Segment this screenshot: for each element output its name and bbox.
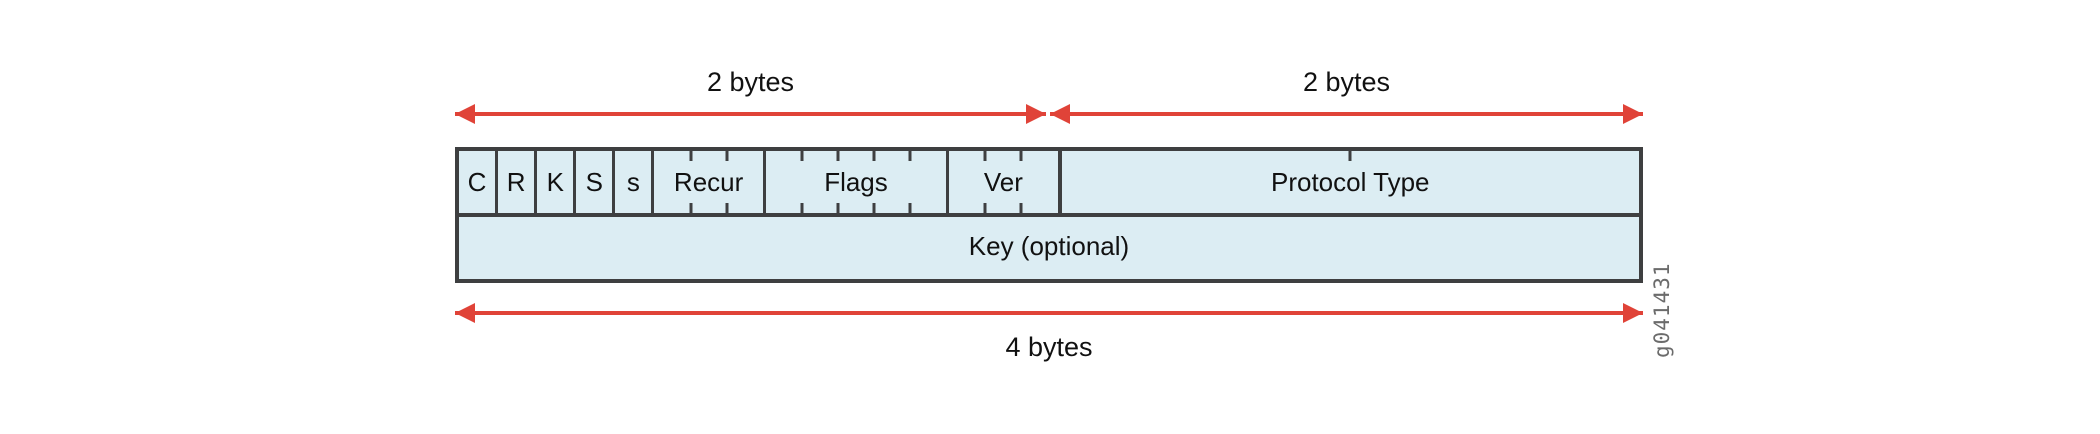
bit-tick (983, 151, 987, 161)
key-row-label: Key (optional) (968, 230, 1130, 261)
key-row: Key (optional) (459, 213, 1639, 275)
bit-tick (1019, 203, 1023, 213)
bit-tick (689, 151, 693, 161)
bit-tick (908, 203, 912, 213)
bit-tick (983, 203, 987, 213)
bit-tick (872, 203, 876, 213)
bit-tick (836, 203, 840, 213)
field-cell-s-upper: S (576, 151, 616, 213)
top-left-double-arrow-icon (455, 104, 1046, 124)
field-label: Ver (983, 166, 1023, 197)
field-cell-k: K (537, 151, 577, 213)
top-left-measure-label: 2 bytes (706, 67, 795, 97)
field-cell-c: C (459, 151, 499, 213)
field-cell-recur: Recur (654, 151, 766, 213)
bit-tick (1348, 151, 1352, 161)
packet-box: C R K S s Recur (455, 147, 1643, 283)
bit-tick (908, 151, 912, 161)
field-cell-flags: Flags (765, 151, 950, 213)
field-label: R (506, 166, 526, 197)
bit-tick (800, 151, 804, 161)
field-cell-s-lower: s (615, 151, 655, 213)
top-right-double-arrow-icon (1050, 104, 1643, 124)
top-right-measure-label: 2 bytes (1302, 67, 1391, 97)
bit-tick (836, 151, 840, 161)
bit-tick (725, 203, 729, 213)
field-label: Protocol Type (1270, 166, 1430, 197)
bit-tick (725, 151, 729, 161)
field-label: Recur (673, 166, 744, 197)
field-label: C (467, 166, 487, 197)
field-label: Flags (824, 166, 888, 197)
field-cell-ver: Ver (949, 151, 1062, 213)
bit-tick (689, 203, 693, 213)
bottom-double-arrow-icon (455, 303, 1643, 323)
field-label: s (626, 166, 640, 197)
bit-tick (800, 203, 804, 213)
bit-tick (1019, 151, 1023, 161)
header-field-row: C R K S s Recur (459, 151, 1639, 213)
field-cell-protocol-type: Protocol Type (1061, 151, 1639, 213)
field-cell-r: R (498, 151, 538, 213)
field-label: S (585, 166, 603, 197)
figure-id: g041431 (1650, 262, 1674, 358)
bottom-measure-label: 4 bytes (1005, 332, 1093, 362)
field-label: K (546, 166, 564, 197)
bit-tick (872, 151, 876, 161)
